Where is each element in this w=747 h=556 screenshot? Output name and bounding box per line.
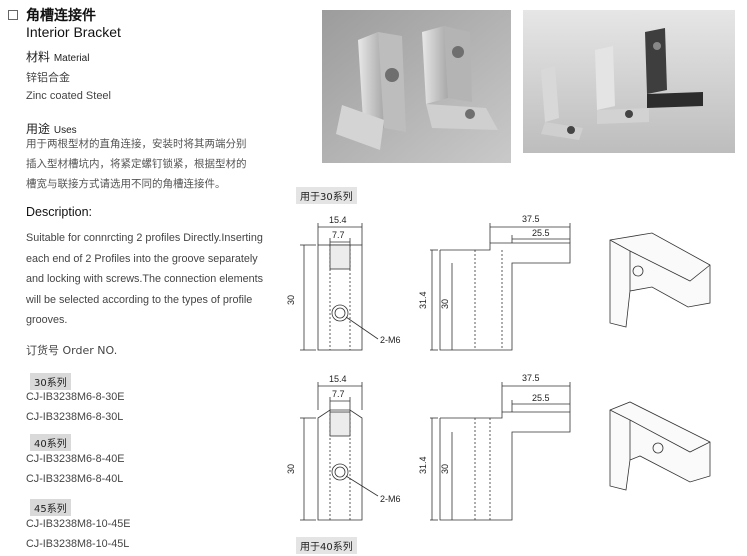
dim-side-height: 31.4 (418, 456, 428, 474)
order-code: CJ-IB3238M6-8-40E (26, 453, 125, 465)
product-title-en: Interior Bracket (26, 24, 121, 40)
uses-line: 用于两根型材的直角连接，安装时将其两端分别 (26, 138, 247, 150)
order-code: CJ-IB3238M6-8-40L (26, 473, 124, 485)
dim-side-sub-height: 30 (440, 464, 450, 474)
dim-height: 30 (286, 464, 296, 474)
series-badge: 30系列 (30, 373, 71, 390)
description-body: Suitable for connrcting 2 profiles Direc… (26, 228, 278, 331)
dim-length: 37.5 (522, 373, 540, 383)
material-label: 材料 Material (26, 48, 89, 65)
order-code: CJ-IB3238M6-8-30L (26, 411, 124, 423)
dim-inner: 7.7 (332, 230, 345, 240)
material-label-cn: 材料 (26, 50, 51, 64)
uses-label-cn: 用途 (26, 122, 51, 136)
material-label-en: Material (53, 53, 90, 64)
uses-line: 插入型材槽坑内，将紧定螺钉锁紧，根据型材的 (26, 158, 247, 170)
bracket-photo-2 (523, 10, 735, 153)
checkbox[interactable] (8, 10, 18, 20)
dim-hole: 2-M6 (380, 494, 401, 504)
dim-side-height: 31.4 (418, 291, 428, 309)
uses-label: 用途 Uses (26, 120, 77, 137)
technical-drawing-40: 15.4 7.7 30 2-M6 37.5 25.5 31.4 30 (286, 373, 711, 521)
technical-drawing-30: 15.4 7.7 30 2-M6 37.5 25.5 31.4 30 (286, 214, 711, 351)
uses-line: 槽宽与联接方式请选用不同的角槽连接件。 (26, 178, 226, 190)
order-code: CJ-IB3238M8-10-45L (26, 538, 130, 550)
order-code: CJ-IB3238M8-10-45E (26, 518, 131, 530)
description-line: will be selected according to the types … (26, 293, 253, 306)
description-line: and locking with screws.The connection e… (26, 273, 264, 285)
order-code: CJ-IB3238M6-8-30E (26, 391, 125, 403)
description-title: Description: (26, 205, 92, 219)
dim-side-inner: 25.5 (532, 393, 550, 403)
material-value-cn: 锌铝合金 (26, 71, 70, 84)
drawing-caption-top: 用于30系列 (296, 187, 357, 204)
description-line: Suitable for connrcting 2 profiles Direc… (26, 232, 263, 244)
description-line: grooves. (26, 314, 68, 326)
drawing-caption-bottom: 用于40系列 (296, 537, 357, 554)
series-badge: 45系列 (30, 499, 71, 516)
dim-width: 15.4 (329, 215, 347, 225)
product-title-cn: 角槽连接件 (26, 8, 96, 24)
dim-inner: 7.7 (332, 389, 345, 399)
dim-hole: 2-M6 (380, 335, 401, 345)
dim-side-inner: 25.5 (532, 228, 550, 238)
order-label: 订货号 Order NO. (26, 344, 118, 357)
bracket-photo-1 (322, 10, 511, 163)
series-badge: 40系列 (30, 434, 71, 451)
dim-side-sub-height: 30 (440, 299, 450, 309)
material-value-en: Zinc coated Steel (26, 90, 111, 102)
dim-height: 30 (286, 295, 296, 305)
uses-text: 用于两根型材的直角连接，安装时将其两端分别 插入型材槽坑内，将紧定螺钉锁紧，根据… (26, 134, 281, 194)
dim-width: 15.4 (329, 374, 347, 384)
uses-label-en: Uses (53, 125, 77, 136)
description-line: each end of 2 Profiles into the groove s… (26, 252, 258, 265)
dim-length: 37.5 (522, 214, 540, 224)
